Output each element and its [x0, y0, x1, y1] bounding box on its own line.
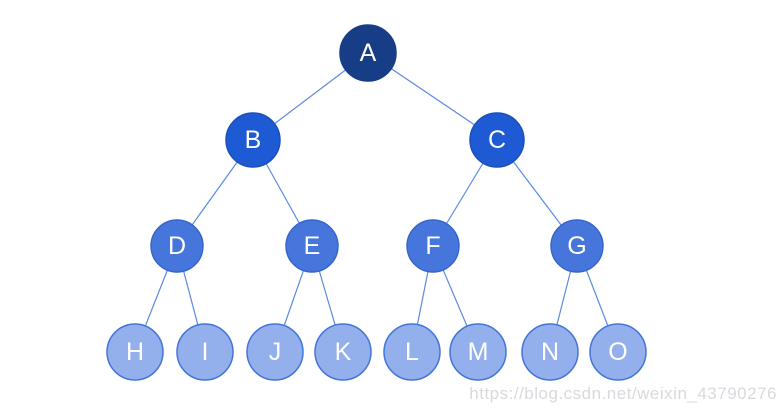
tree-node-B: B — [225, 112, 281, 168]
node-label-J: J — [269, 338, 282, 366]
node-label-D: D — [168, 232, 186, 260]
tree-node-G: G — [550, 219, 604, 273]
node-circle-E — [285, 219, 339, 273]
tree-node-A: A — [339, 24, 397, 82]
tree-node-D: D — [150, 219, 204, 273]
node-label-N: N — [541, 338, 559, 366]
node-circle-K — [314, 323, 372, 381]
node-circle-N — [521, 323, 579, 381]
tree-node-F: F — [406, 219, 460, 273]
node-circle-D — [150, 219, 204, 273]
node-label-M: M — [468, 338, 489, 366]
node-circle-B — [225, 112, 281, 168]
node-label-A: A — [360, 39, 377, 67]
tree-node-L: L — [383, 323, 441, 381]
tree-node-N: N — [521, 323, 579, 381]
node-circle-H — [106, 323, 164, 381]
node-label-K: K — [335, 338, 352, 366]
node-label-O: O — [608, 338, 627, 366]
tree-node-O: O — [589, 323, 647, 381]
tree-node-E: E — [285, 219, 339, 273]
node-circle-O — [589, 323, 647, 381]
node-circle-M — [449, 323, 507, 381]
node-circle-G — [550, 219, 604, 273]
tree-node-K: K — [314, 323, 372, 381]
node-label-C: C — [488, 126, 506, 154]
node-label-F: F — [425, 232, 440, 260]
tree-node-C: C — [469, 112, 525, 168]
tree-node-H: H — [106, 323, 164, 381]
tree-node-J: J — [246, 323, 304, 381]
node-circle-L — [383, 323, 441, 381]
node-circle-C — [469, 112, 525, 168]
node-label-H: H — [126, 338, 144, 366]
node-label-E: E — [304, 232, 321, 260]
node-circle-J — [246, 323, 304, 381]
node-circle-A — [339, 24, 397, 82]
node-label-I: I — [202, 338, 209, 366]
node-circle-F — [406, 219, 460, 273]
node-label-L: L — [405, 338, 419, 366]
tree-node-I: I — [176, 323, 234, 381]
tree-node-M: M — [449, 323, 507, 381]
node-label-B: B — [245, 126, 262, 154]
node-label-G: G — [567, 232, 586, 260]
node-circle-I — [176, 323, 234, 381]
